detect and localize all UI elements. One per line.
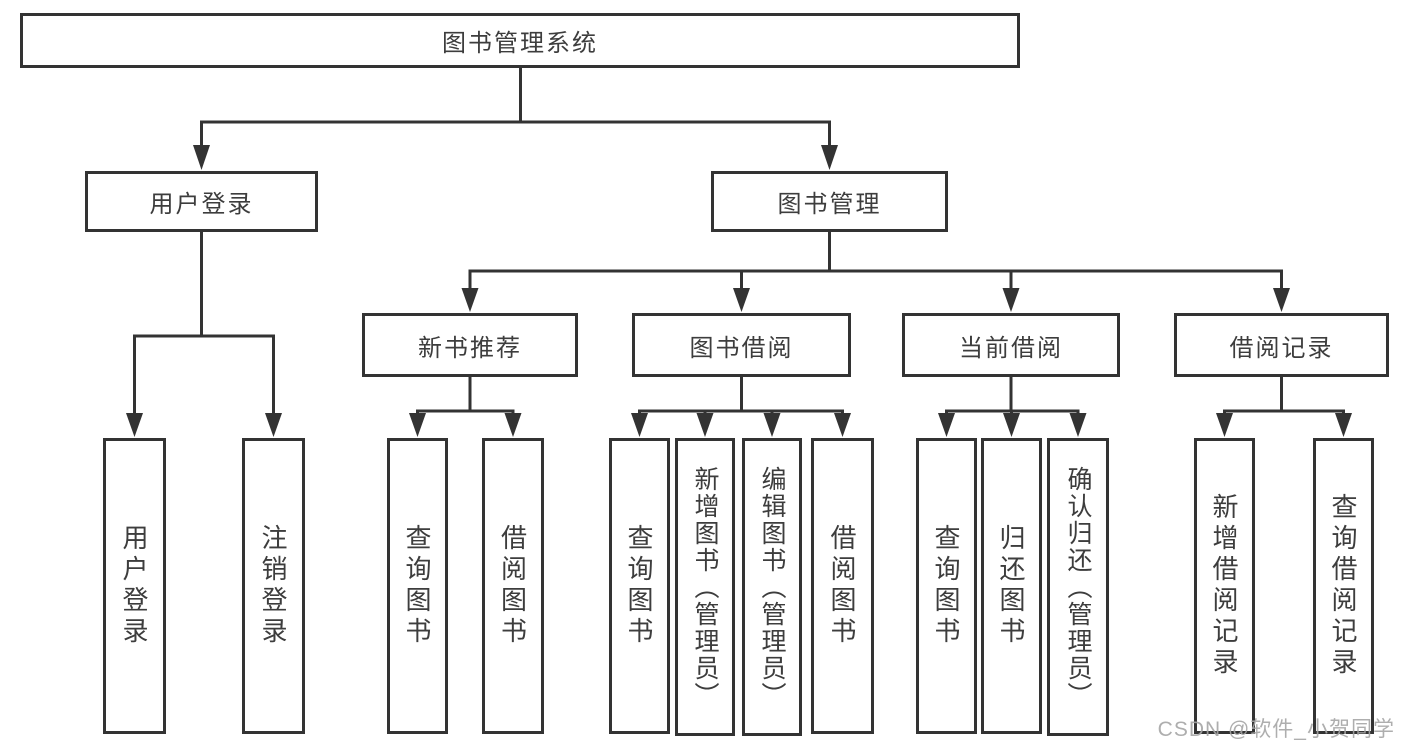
arrow-icon [504,413,522,437]
connector-paths [133,68,1345,415]
node-user-login: 用户登录 [85,171,318,232]
arrowheads [126,145,1352,437]
arrow-icon [938,413,955,437]
arrow-icon [1273,288,1290,312]
node-root: 图书管理系统 [20,13,1020,68]
node-new-book-recommend: 新书推荐 [362,313,578,377]
arrow-icon [1002,288,1020,312]
node-book-management: 图书管理 [711,171,948,232]
node-book-borrowing: 图书借阅 [632,313,851,377]
leaf-logout: 注销登录 [242,438,305,734]
arrow-icon [461,288,479,312]
arrow-icon [265,413,282,437]
node-new-book-recommend-label: 新书推荐 [418,334,522,362]
arrow-icon [631,413,648,437]
leaf-borrow-books-recommend: 借阅图书 [482,438,544,734]
node-current-borrowing: 当前借阅 [902,313,1120,377]
leaf-edit-books-admin: 编辑图书（管理员） [742,438,802,736]
arrow-icon [1003,413,1020,437]
leaf-query-borrow-record: 查询借阅记录 [1313,438,1374,734]
arrow-icon [696,413,714,437]
arrow-icon [1216,413,1233,437]
leaf-confirm-return-admin: 确认归还（管理员） [1047,438,1109,736]
leaf-query-books-recommend-label: 查询图书 [402,524,432,648]
arrow-icon [1335,413,1352,437]
leaf-edit-books-admin-label: 编辑图书（管理员） [758,465,786,709]
arrow-icon [409,413,426,437]
leaf-user-login-label: 用户登录 [119,524,149,648]
arrow-icon [834,413,851,437]
leaf-query-books-borrowing: 查询图书 [609,438,670,734]
leaf-confirm-return-admin-label: 确认归还（管理员） [1064,465,1092,709]
leaf-add-books-admin: 新增图书（管理员） [675,438,735,736]
leaf-borrow-books-borrowing-label: 借阅图书 [827,524,857,648]
leaf-logout-label: 注销登录 [258,524,288,648]
leaf-return-books-label: 归还图书 [996,524,1026,648]
leaf-add-books-admin-label: 新增图书（管理员） [691,465,719,709]
arrow-icon [821,145,838,170]
node-borrowing-records: 借阅记录 [1174,313,1389,377]
arrow-icon [193,145,210,170]
leaf-add-borrow-record-label: 新增借阅记录 [1209,493,1239,679]
arrow-icon [1069,413,1087,437]
node-borrowing-records-label: 借阅记录 [1229,334,1334,362]
arrow-icon [763,413,781,437]
leaf-query-books-current-label: 查询图书 [931,524,961,648]
leaf-add-borrow-record: 新增借阅记录 [1194,438,1255,734]
leaf-return-books: 归还图书 [981,438,1042,734]
node-book-borrowing-label: 图书借阅 [689,334,794,362]
leaf-borrow-books-recommend-label: 借阅图书 [497,524,528,648]
leaf-borrow-books-borrowing: 借阅图书 [811,438,874,734]
leaf-query-books-borrowing-label: 查询图书 [624,524,654,648]
leaf-query-books-recommend: 查询图书 [387,438,448,734]
node-root-label: 图书管理系统 [442,30,598,57]
leaf-query-books-current: 查询图书 [916,438,977,734]
node-user-login-label: 用户登录 [149,191,254,218]
leaf-query-borrow-record-label: 查询借阅记录 [1328,493,1358,679]
node-current-borrowing-label: 当前借阅 [959,334,1063,362]
arrow-icon [126,413,143,437]
arrow-icon [733,288,750,312]
leaf-user-login: 用户登录 [103,438,166,734]
watermark: CSDN @软件_小贺同学 [1157,718,1395,741]
node-book-management-label: 图书管理 [777,191,882,218]
